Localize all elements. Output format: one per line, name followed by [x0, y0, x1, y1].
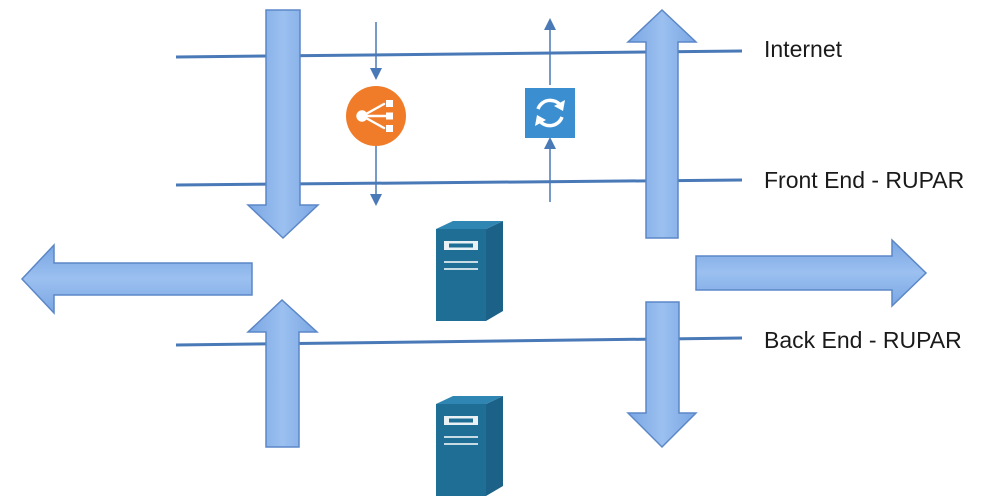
back-end-label: Back End - RUPAR — [764, 327, 962, 353]
server-icon — [436, 396, 503, 496]
left-flow-arrow — [20, 243, 253, 315]
server-icon — [436, 221, 503, 321]
internet-label: Internet — [764, 36, 842, 62]
up-flow-arrow-right — [626, 8, 698, 239]
down-flow-arrow-left — [246, 9, 320, 240]
sync-icon — [525, 88, 575, 138]
front-end-label: Front End - RUPAR — [764, 167, 965, 193]
load-balancer-icon — [346, 86, 406, 146]
down-flow-arrow-bottom-right — [626, 301, 698, 449]
right-flow-arrow — [695, 238, 928, 308]
up-flow-arrow-bottom-left — [246, 298, 319, 448]
